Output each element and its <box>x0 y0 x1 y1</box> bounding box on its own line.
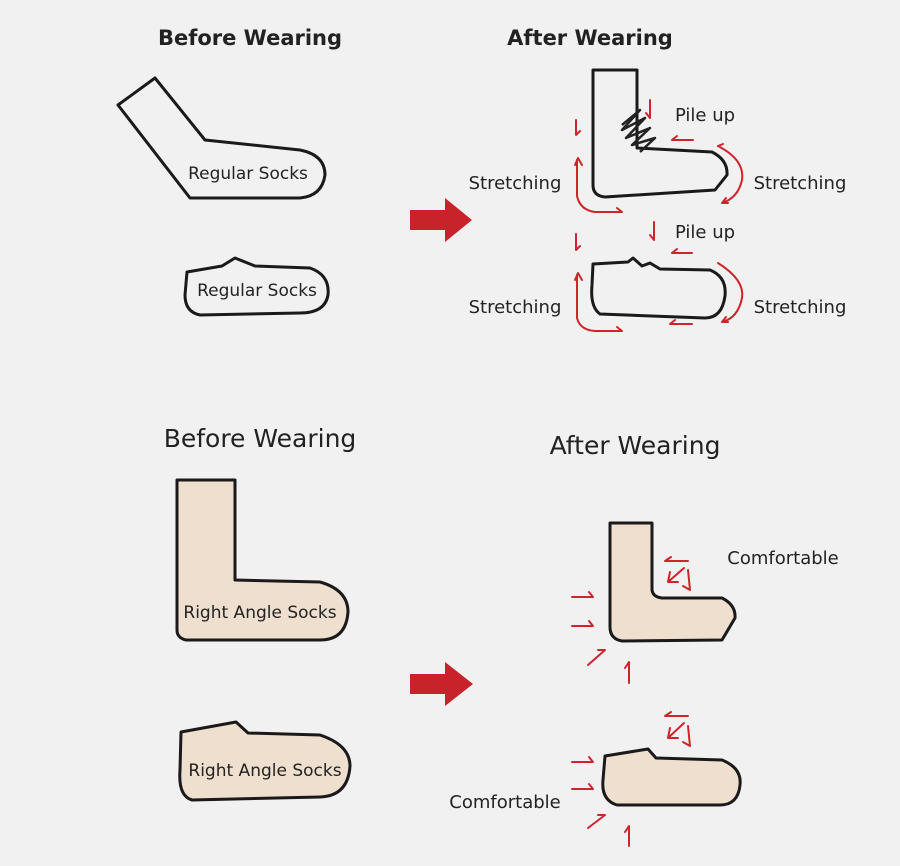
right-angle-low-sock: Right Angle Socks <box>178 720 352 802</box>
right-angle-crew-sock-after <box>608 521 737 643</box>
regular-crew-sock-after <box>591 68 729 199</box>
regular-low-sock-label: Regular Socks <box>197 281 317 301</box>
right-angle-low-sock-label: Right Angle Socks <box>188 761 341 781</box>
regular-low-sock-after <box>590 256 727 320</box>
comfortable-label-2: Comfortable <box>449 792 560 813</box>
bottom-after-title: After Wearing <box>550 431 721 460</box>
pile-up-label-2: Pile up <box>675 222 735 243</box>
stretching-right-label-1: Stretching <box>754 173 847 194</box>
top-before-title: Before Wearing <box>158 26 342 50</box>
comfortable-label-1: Comfortable <box>727 548 838 569</box>
regular-crew-sock-label: Regular Socks <box>188 164 308 184</box>
right-angle-low-sock-after <box>601 747 742 807</box>
right-angle-crew-sock-label: Right Angle Socks <box>183 603 336 623</box>
right-angle-crew-sock: Right Angle Socks <box>175 478 350 642</box>
stretching-right-label-2: Stretching <box>754 297 847 318</box>
regular-low-sock: Regular Socks <box>183 256 330 317</box>
pile-up-label-1: Pile up <box>675 105 735 126</box>
bottom-right-arrow-icon <box>410 662 473 706</box>
regular-crew-sock: Regular Socks <box>116 76 327 200</box>
comfort-arrows-crew <box>571 556 691 684</box>
stretch-arrows-low <box>574 221 744 332</box>
top-after-title: After Wearing <box>507 26 673 50</box>
stretching-left-label-1: Stretching <box>469 173 562 194</box>
top-right-arrow-icon <box>410 198 472 242</box>
bottom-before-title: Before Wearing <box>164 424 357 453</box>
stretch-arrows-crew <box>574 99 744 213</box>
comfort-arrows-low <box>571 711 691 847</box>
stretching-left-label-2: Stretching <box>469 297 562 318</box>
